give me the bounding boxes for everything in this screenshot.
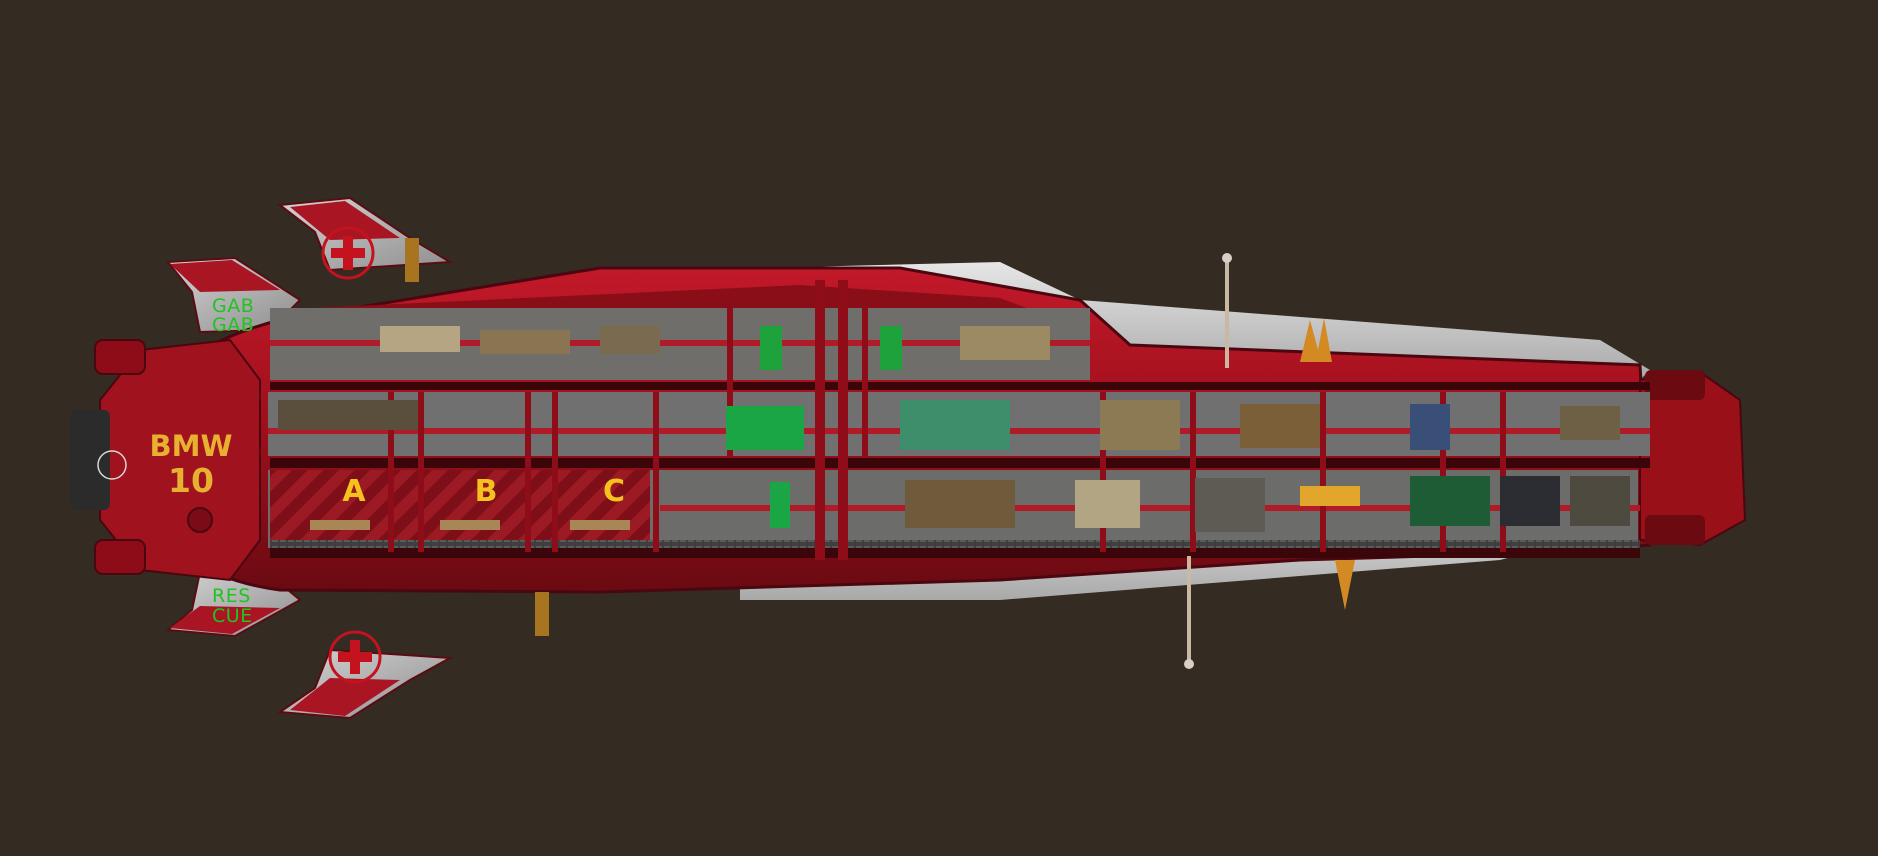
top-fin-label-line1: GAB	[212, 295, 255, 317]
bottom-fin-label-line1: RES	[212, 585, 251, 607]
room-equipment	[278, 326, 1630, 532]
bay-b-label: B	[474, 474, 498, 509]
top-fin-label-line2: GAB	[212, 314, 255, 336]
bottom-fins	[165, 570, 454, 720]
antenna-masts	[405, 238, 1355, 669]
hull-number-label: 10	[168, 461, 214, 500]
hull-name-label: BMW	[149, 429, 233, 463]
bulkheads	[388, 280, 1506, 560]
bay-c-label: C	[602, 474, 626, 509]
bottom-fin-label-line2: CUE	[212, 605, 253, 627]
bay-a-label: A	[342, 474, 366, 509]
red-cross-icon	[321, 226, 382, 684]
